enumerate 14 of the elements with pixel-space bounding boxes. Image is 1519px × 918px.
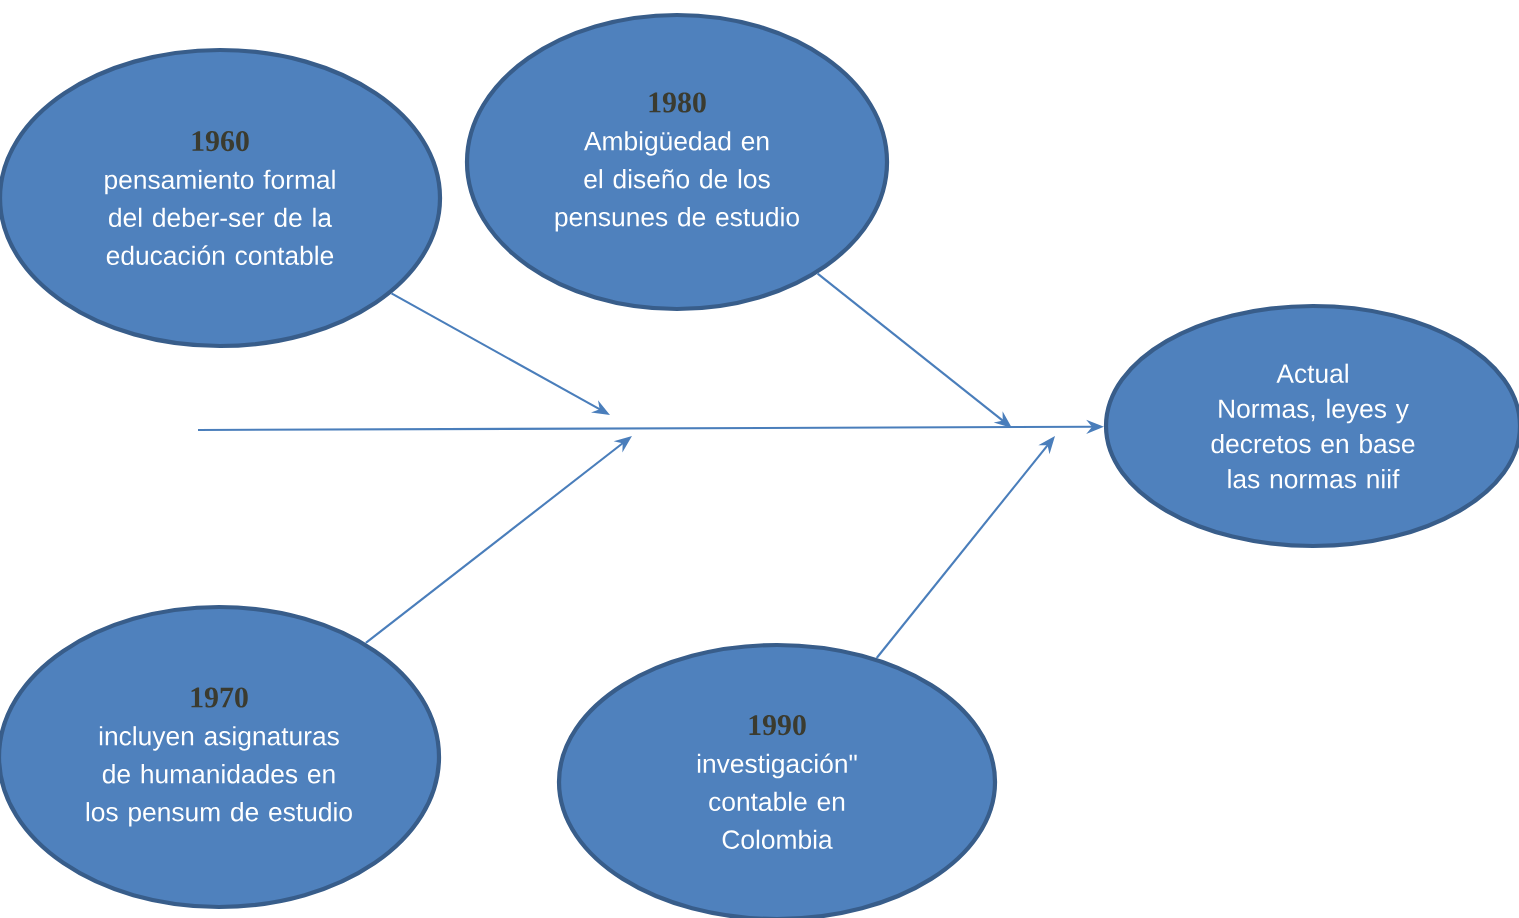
- node-text: investigación" contable en Colombia: [697, 753, 857, 850]
- ellipse-node: [0, 604, 442, 910]
- node-text: incluyen asignaturas de humanidades en los pensum de estudio: [86, 726, 352, 827]
- node-text: Ambigüedad en el diseño de los pensunes de estudio: [555, 131, 799, 232]
- ellipse-node: [1103, 303, 1519, 549]
- year-label: 1960: [192, 131, 249, 152]
- year-label: 1980: [649, 92, 706, 113]
- year-label: 1990: [749, 715, 806, 736]
- ellipse-node: [556, 642, 998, 918]
- node-text: Normas, leyes y decretos en base las normas niif: [1211, 398, 1415, 489]
- node-text: pensamiento formal del deber-ser de la educación contable: [105, 169, 335, 265]
- ellipse-node: [464, 12, 890, 312]
- node-text: Actual: [1276, 363, 1348, 383]
- year-label: 1970: [191, 687, 248, 708]
